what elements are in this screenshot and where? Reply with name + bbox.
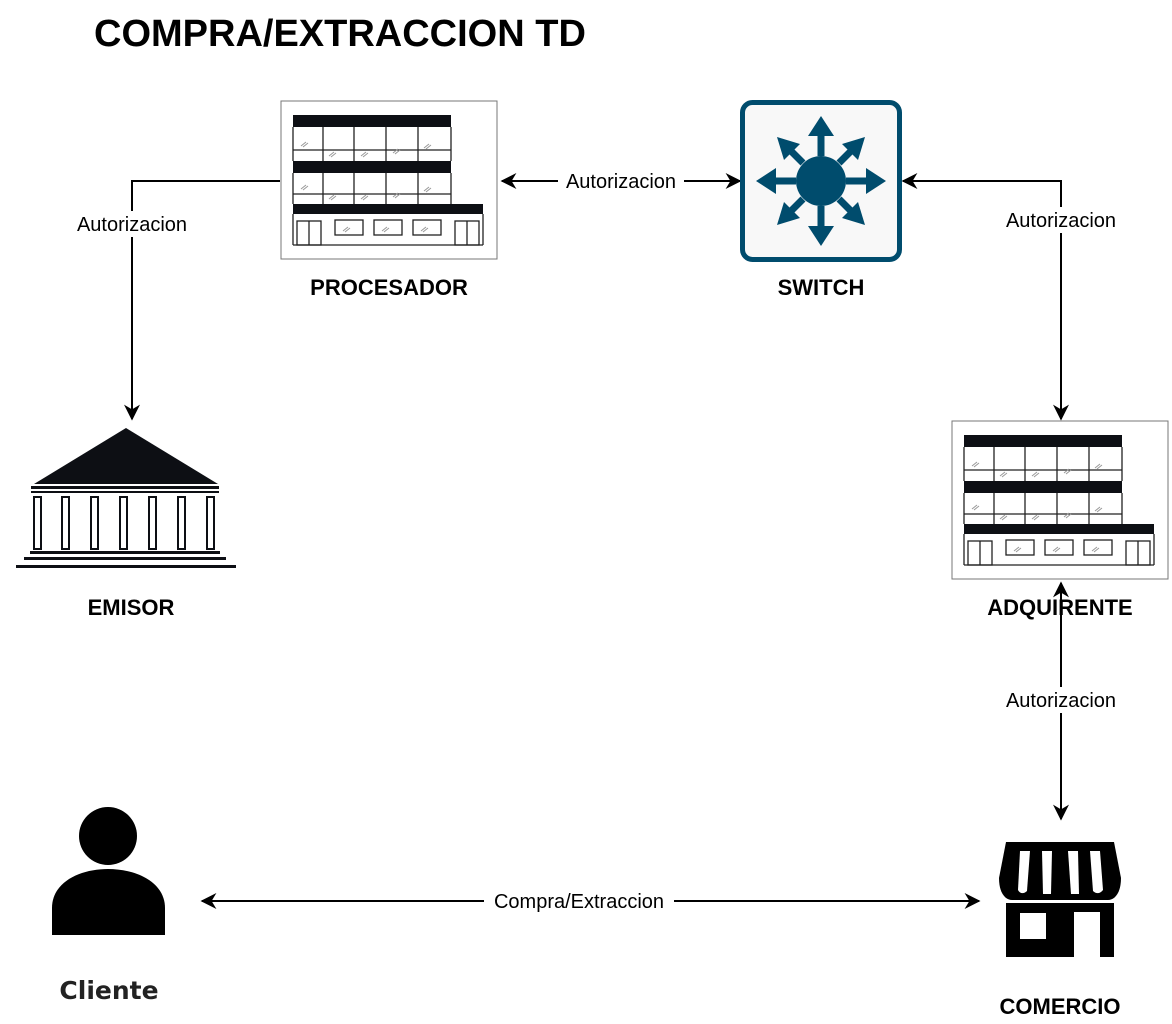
node-label-emisor: EMISOR [88, 595, 175, 620]
node-label-comercio: COMERCIO [1000, 994, 1121, 1019]
edge-label-procesador-switch: Autorizacion [566, 171, 676, 193]
edge-switch-adquirente [901, 173, 1069, 421]
edge-label-adquirente-comercio: Autorizacion [1006, 690, 1116, 712]
node-label-adquirente: ADQUIRENTE [987, 595, 1132, 620]
edge-label-bg [558, 168, 684, 194]
edge-label-switch-adquirente: Autorizacion [1006, 210, 1116, 232]
office-building-icon [951, 420, 1169, 580]
node-adquirente[interactable]: ADQUIRENTE [951, 420, 1169, 620]
edge-label-bg [998, 207, 1124, 233]
node-cliente[interactable]: Cliente [52, 807, 165, 1005]
page-title: COMPRA/EXTRACCION TD [94, 13, 586, 55]
node-emisor[interactable]: EMISOR [16, 428, 236, 620]
node-label-cliente: Cliente [59, 976, 158, 1005]
edge-label-bg [998, 687, 1124, 713]
edge-label-bg [70, 211, 194, 237]
node-procesador[interactable]: PROCESADOR [280, 100, 498, 300]
edge-label-bg [484, 888, 674, 914]
office-building-icon [280, 100, 498, 260]
store-icon [999, 842, 1121, 957]
edge-label-procesador-emisor: Autorizacion [77, 214, 187, 236]
node-comercio[interactable]: COMERCIO [999, 842, 1121, 1019]
edge-procesador-emisor [124, 180, 280, 421]
node-label-procesador: PROCESADOR [310, 275, 468, 300]
network-switch-icon [740, 100, 902, 262]
edge-label-cliente-comercio: Compra/Extraccion [494, 891, 664, 913]
node-switch[interactable]: SWITCH [740, 100, 902, 301]
node-label-switch: SWITCH [778, 275, 865, 300]
user-icon [52, 807, 165, 935]
bank-icon [16, 428, 236, 568]
